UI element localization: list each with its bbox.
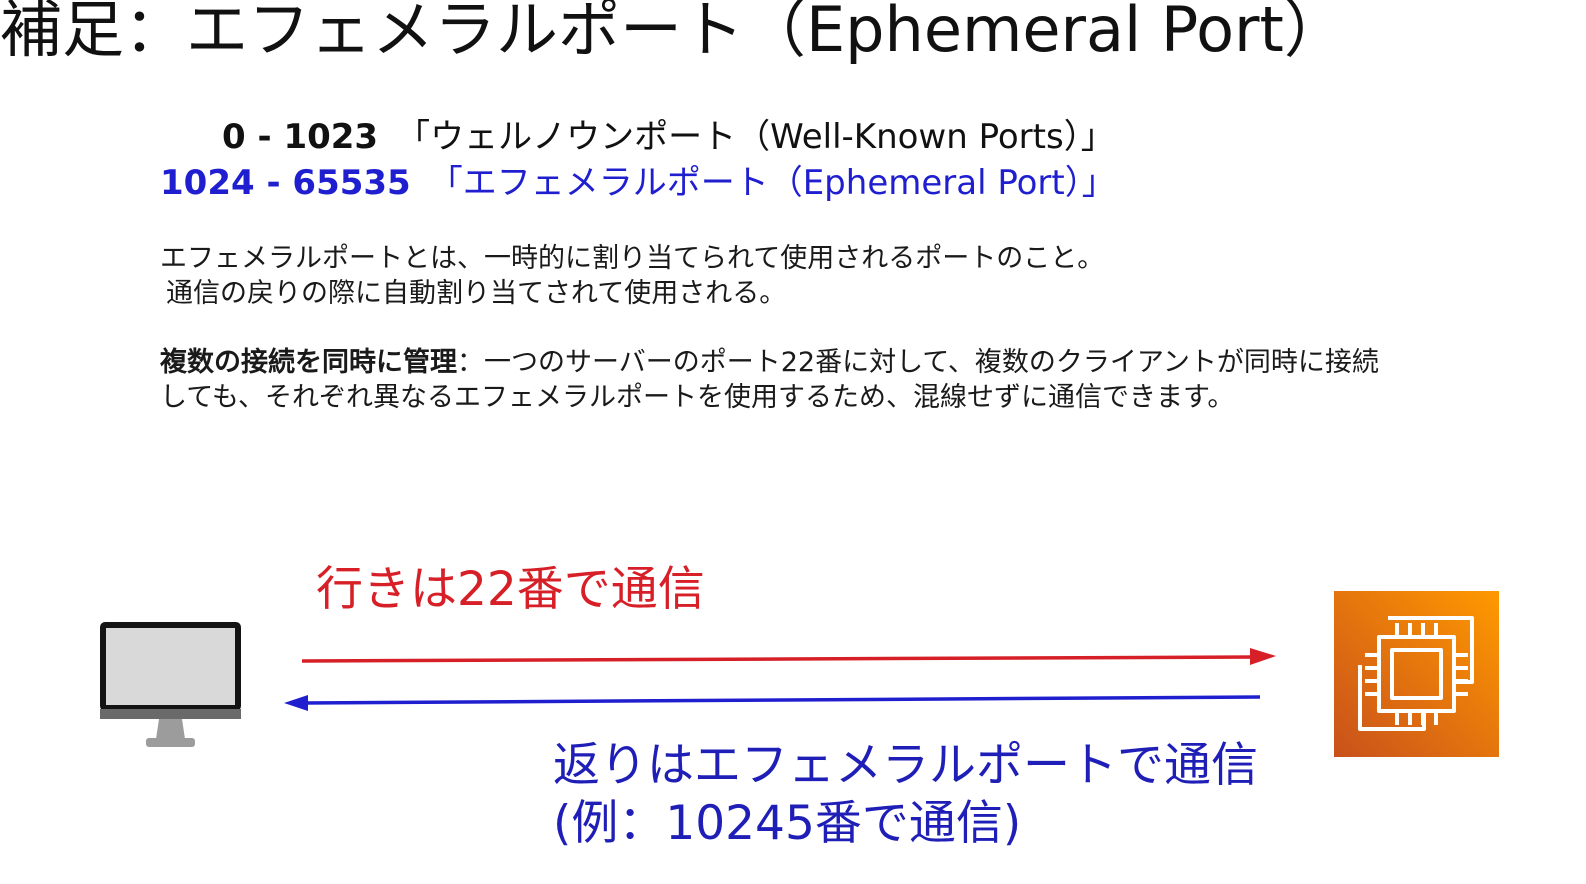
desktop-monitor-icon [100, 622, 241, 747]
multi-connection-term: 複数の接続を同時に管理 [160, 347, 457, 378]
return-arrow [303, 695, 1261, 705]
multi-connection-line-1: 複数の接続を同時に管理：一つのサーバーのポート22番に対して、複数のクライアント… [160, 345, 1379, 380]
ephemeral-description: エフェメラルポートとは、一時的に割り当てられて使用されるポートのこと。 通信の戻… [160, 241, 1104, 311]
multi-connection-rest: ：一つのサーバーのポート22番に対して、複数のクライアントが同時に接続 [457, 347, 1379, 378]
return-label-line-1: 返りはエフェメラルポートで通信 [553, 738, 1258, 793]
return-label: 返りはエフェメラルポートで通信 (例：10245番で通信) [553, 737, 1258, 853]
connection-arrows [284, 648, 1276, 711]
outbound-arrowhead [1250, 648, 1276, 665]
description-line-2: 通信の戻りの際に自動割り当てされて使用される。 [166, 278, 787, 309]
slide-title: 補足：エフェメラルポート（Ephemeral Port） [0, 0, 1346, 66]
outbound-label: 行きは22番で通信 [316, 562, 705, 617]
ephemeral-range: 1024 - 65535 「エフェメラルポート（Ephemeral Port）」 [160, 163, 1116, 203]
return-label-line-2: (例：10245番で通信) [553, 796, 1022, 851]
multi-connection-line-2: しても、それぞれ異なるエフェメラルポートを使用するため、混線せずに通信できます。 [160, 382, 1235, 413]
multi-connection-note: 複数の接続を同時に管理：一つのサーバーのポート22番に対して、複数のクライアント… [160, 345, 1379, 415]
ephemeral-range-label: 「エフェメラルポート（Ephemeral Port）」 [428, 163, 1116, 203]
return-arrowhead [284, 695, 308, 711]
outbound-arrow [301, 655, 1256, 663]
ephemeral-range-number: 1024 - 65535 [160, 163, 411, 203]
aws-ec2-instance-icon [1334, 591, 1499, 757]
well-known-range: 0 - 1023 「ウェルノウンポート（Well-Known Ports）」 [222, 117, 1115, 157]
well-known-range-label: 「ウェルノウンポート（Well-Known Ports）」 [396, 117, 1115, 157]
well-known-range-number: 0 - 1023 [222, 117, 379, 157]
description-line-1: エフェメラルポートとは、一時的に割り当てられて使用されるポートのこと。 [160, 243, 1105, 274]
